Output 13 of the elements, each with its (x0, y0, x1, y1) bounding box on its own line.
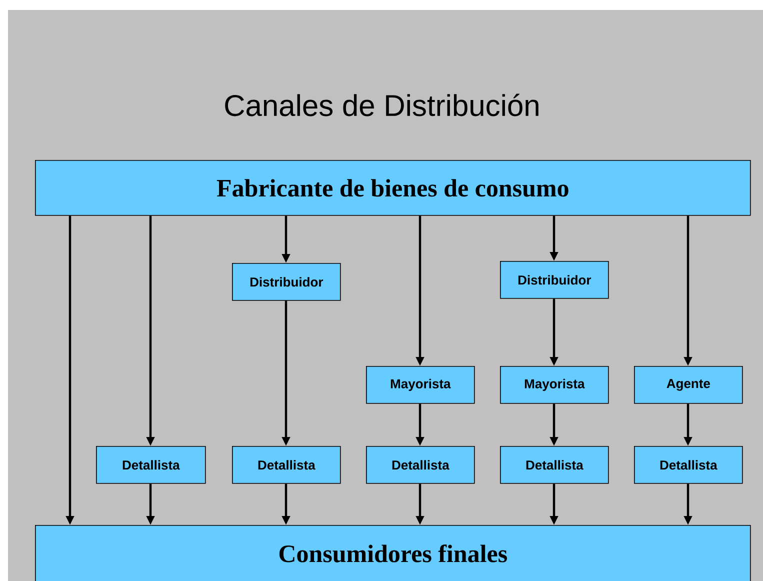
channel-box: Detallista (500, 446, 609, 484)
channel-box: Detallista (634, 446, 743, 484)
title: Canales de Distribución (225, 94, 538, 116)
channel-box: Distribuidor (500, 261, 609, 299)
channel-box: Mayorista (500, 366, 609, 404)
stage-band: Fabricante de bienes de consumo (35, 160, 751, 216)
stage-band: Consumidores finales (35, 525, 751, 581)
channel-box: Detallista (232, 446, 341, 484)
channel-box: Detallista (96, 446, 206, 484)
channel-box: Detallista (366, 446, 475, 484)
channel-box: Distribuidor (232, 263, 341, 301)
channel-box: Agente (634, 366, 743, 404)
channel-box: Mayorista (366, 366, 475, 404)
